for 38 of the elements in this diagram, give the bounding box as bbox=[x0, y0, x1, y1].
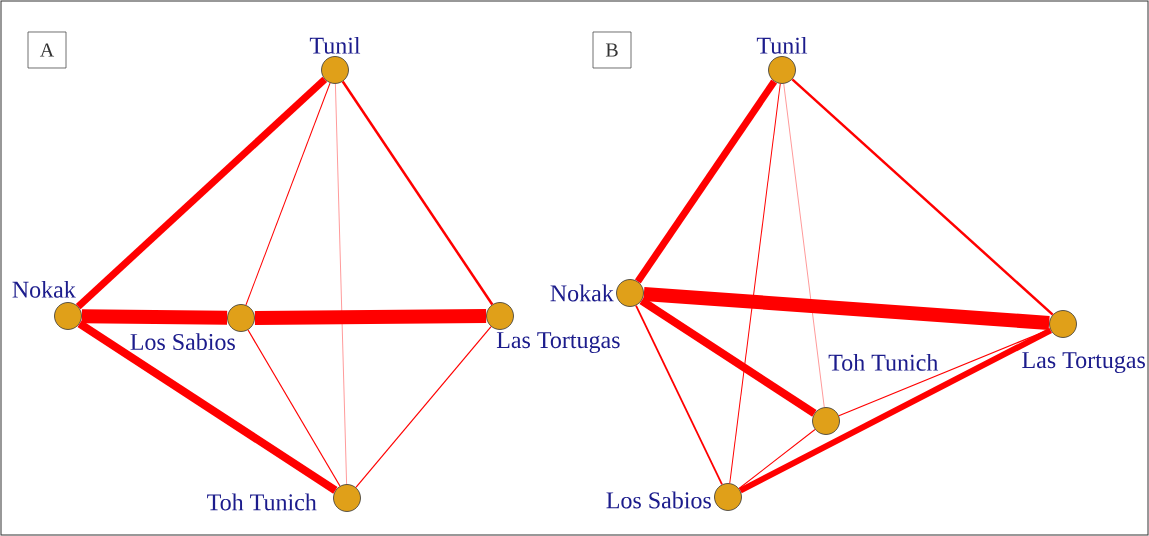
node-label: Tunil bbox=[309, 36, 361, 54]
node-label: Tunil bbox=[756, 36, 808, 54]
network-edge bbox=[341, 80, 494, 306]
panel-label-box: B bbox=[592, 31, 632, 69]
network-edge bbox=[634, 79, 778, 284]
network-edge bbox=[739, 327, 1053, 494]
network-node: Tunil bbox=[756, 36, 808, 84]
network-edge bbox=[254, 309, 487, 325]
network-node: Las Tortugas bbox=[1022, 310, 1145, 374]
node-label: Las Tortugas bbox=[1022, 352, 1145, 374]
network-edge bbox=[81, 309, 228, 325]
network-edge bbox=[729, 83, 781, 484]
node-label: Nokak bbox=[12, 280, 76, 298]
network-node: Nokak bbox=[12, 280, 82, 330]
network-edge bbox=[783, 83, 825, 408]
node-label: Toh Tunich bbox=[828, 353, 939, 371]
network-edge bbox=[245, 82, 331, 306]
network-node: Los Sabios bbox=[606, 483, 742, 511]
network-edge bbox=[791, 78, 1054, 316]
node-label: Nokak bbox=[550, 284, 614, 302]
network-edge bbox=[77, 320, 338, 494]
network-edge bbox=[355, 326, 492, 488]
network-edge bbox=[335, 83, 347, 485]
network-edge bbox=[643, 287, 1050, 330]
network-edge bbox=[75, 76, 328, 310]
network-edge bbox=[738, 429, 816, 489]
network-node: Tunil bbox=[309, 36, 361, 84]
network-node: Los Sabios bbox=[130, 304, 255, 351]
network-node: Toh Tunich bbox=[207, 484, 361, 512]
network-edge bbox=[247, 329, 341, 487]
network-edge bbox=[635, 304, 723, 486]
node-label: Los Sabios bbox=[606, 491, 711, 509]
node-label: Los Sabios bbox=[130, 333, 235, 351]
network-edge bbox=[639, 297, 817, 417]
network-node: Toh Tunich bbox=[812, 353, 939, 435]
node-label: Las Tortugas bbox=[496, 332, 620, 354]
panel-label-box: A bbox=[27, 31, 67, 69]
node-label: Toh Tunich bbox=[207, 493, 317, 511]
